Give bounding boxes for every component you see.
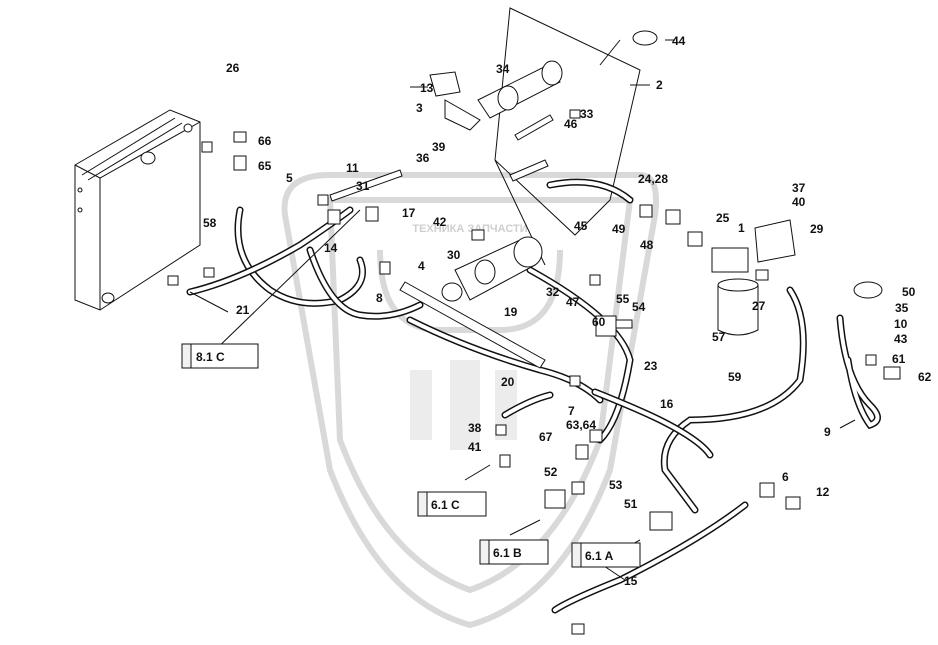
part-number-label: 13 <box>420 81 434 95</box>
part-number-label: 1 <box>738 221 745 235</box>
part-number-label: 54 <box>632 300 646 314</box>
part-number-label: 30 <box>447 248 461 262</box>
part-number-label: 11 <box>346 161 359 175</box>
part-number-label: 45 <box>574 219 588 233</box>
part-number-label: 21 <box>236 303 250 317</box>
part-number-label: 5 <box>286 171 293 185</box>
filter-assembly <box>429 60 796 336</box>
reference-label: 6.1 A <box>585 549 614 563</box>
part-number-label: 31 <box>356 179 370 193</box>
part-number-label: 35 <box>895 301 909 315</box>
reference-box-6-1c[interactable]: 6.1 C <box>417 491 487 517</box>
radiator <box>74 109 201 311</box>
part-number-label: 33 <box>580 107 594 121</box>
part-number-label: 16 <box>660 397 674 411</box>
part-number-label: 9 <box>824 425 831 439</box>
part-number-label: 32 <box>546 285 560 299</box>
part-number-label: 23 <box>644 359 658 373</box>
part-number-label: 39 <box>432 140 446 154</box>
part-number-label: 67 <box>539 430 553 444</box>
leader-lines <box>189 39 856 581</box>
part-number-label: 58 <box>203 216 217 230</box>
hoses <box>186 178 881 614</box>
reference-label: 6.1 C <box>431 498 460 512</box>
part-number-label: 10 <box>894 317 908 331</box>
part-number-label: 36 <box>416 151 430 165</box>
part-number-label: 53 <box>609 478 623 492</box>
reference-label: 6.1 B <box>493 546 522 560</box>
part-number-label: 43 <box>894 332 908 346</box>
part-number-label: 52 <box>544 465 558 479</box>
part-number-label: 66 <box>258 134 272 148</box>
part-number-label: 25 <box>716 211 730 225</box>
part-number-label: 42 <box>433 215 447 229</box>
part-number-label: 29 <box>810 222 824 236</box>
part-number-label: 38 <box>468 421 482 435</box>
part-number-label: 26 <box>226 61 240 75</box>
part-number-label: 51 <box>624 497 638 511</box>
part-number-label: 40 <box>792 195 806 209</box>
part-number-label: 12 <box>816 485 830 499</box>
part-number-label: 15 <box>624 574 638 588</box>
part-number-label: 63,64 <box>566 418 596 432</box>
part-number-label: 17 <box>402 206 416 220</box>
part-number-label: 59 <box>728 370 742 384</box>
part-number-label: 19 <box>504 305 518 319</box>
part-number-label: 14 <box>324 241 338 255</box>
part-number-label: 48 <box>640 238 654 252</box>
part-callouts: 2345678910111213141516171920212324,28252… <box>203 34 932 588</box>
part-number-label: 41 <box>468 440 482 454</box>
part-number-label: 55 <box>616 292 630 306</box>
part-number-label: 60 <box>592 315 606 329</box>
part-number-label: 49 <box>612 222 626 236</box>
part-number-label: 57 <box>712 330 726 344</box>
fittings <box>167 30 901 635</box>
part-number-label: 50 <box>902 285 916 299</box>
part-number-label: 47 <box>566 295 580 309</box>
watermark-text: ТЕХНИКА ЗАПЧАСТИ <box>412 223 527 235</box>
reference-box-6-1b[interactable]: 6.1 B <box>479 539 549 565</box>
part-number-label: 7 <box>568 404 575 418</box>
part-number-label: 34 <box>496 62 510 76</box>
part-number-label: 27 <box>752 299 766 313</box>
pipes <box>329 114 554 369</box>
reference-label: 8.1 C <box>196 350 225 364</box>
reference-box-8-1c[interactable]: 8.1 C <box>181 343 259 369</box>
part-number-label: 65 <box>258 159 272 173</box>
part-number-label: 44 <box>672 34 686 48</box>
part-number-label: 6 <box>782 470 789 484</box>
part-number-label: 61 <box>892 352 906 366</box>
part-number-label: 62 <box>918 370 932 384</box>
part-number-label: 24,28 <box>638 172 668 186</box>
part-number-label: 2 <box>656 78 663 92</box>
part-number-label: 8 <box>376 291 383 305</box>
part-number-label: 20 <box>501 375 515 389</box>
part-number-label: 37 <box>792 181 806 195</box>
part-number-label: 3 <box>416 101 423 115</box>
reference-box-6-1a[interactable]: 6.1 A <box>571 542 641 568</box>
part-number-label: 4 <box>418 259 425 273</box>
part-number-label: 46 <box>564 117 578 131</box>
